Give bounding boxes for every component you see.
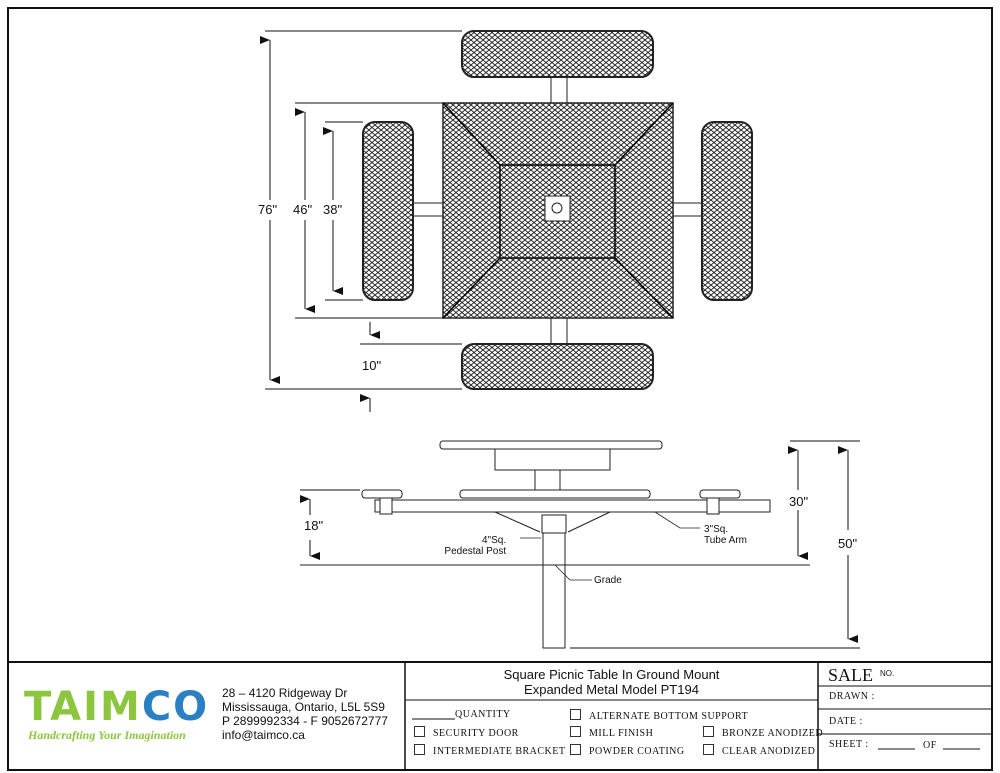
bench-right	[701, 121, 753, 301]
brace-struts	[494, 511, 611, 533]
mounting-bracket	[541, 514, 567, 534]
connector-rail-left	[412, 202, 444, 217]
bench-support-right	[706, 497, 720, 515]
tube-arm-note: 3"Sq.Tube Arm	[704, 524, 747, 546]
bench-top	[461, 30, 654, 78]
bench-bottom	[461, 343, 654, 390]
table-support-frame	[494, 448, 611, 471]
sheet-border	[7, 7, 993, 771]
of-label: OF	[923, 740, 937, 751]
checkbox[interactable]	[703, 744, 714, 755]
option-clear-anodized[interactable]: CLEAR ANODIZED	[703, 744, 815, 757]
dim-overall-height: 50"	[838, 536, 858, 551]
quantity-label: QUANTITY	[455, 709, 511, 720]
connector-rail-top	[550, 76, 568, 104]
address-phone-fax: P 2899992334 - F 9052672777	[222, 714, 388, 728]
option-powder-coating[interactable]: POWDER COATING	[570, 744, 685, 757]
tube-arm-note-label: Tube Arm	[704, 535, 747, 546]
bench-support-left	[379, 497, 393, 515]
side-extension-lines	[300, 440, 860, 649]
table-frame	[442, 102, 674, 319]
option-intermediate-bracket[interactable]: INTERMEDIATE BRACKET	[414, 744, 566, 757]
dimension-lines	[260, 30, 462, 412]
drawn-label: DRAWN :	[829, 691, 875, 702]
side-view	[300, 440, 810, 649]
leader-lines	[520, 511, 700, 581]
post-note-label: Pedestal Post	[444, 546, 507, 557]
address-email: info@taimco.ca	[222, 728, 305, 742]
drawing-title-line1: Square Picnic Table In Ground Mount	[503, 667, 720, 682]
option-security-door[interactable]: SECURITY DOOR	[414, 726, 519, 739]
post-note: 4"Sq.Pedestal Post	[444, 535, 507, 557]
option-mill-finish[interactable]: MILL FINISH	[570, 726, 653, 739]
option-alternate-bottom-support[interactable]: ALTERNATE BOTTOM SUPPORT	[570, 709, 748, 722]
umbrella-hole	[544, 195, 571, 222]
address-city: Mississauga, Ontario, L5L 5S9	[222, 700, 385, 714]
dim-table: 46"	[293, 202, 313, 217]
bench-left	[362, 121, 414, 301]
dim-bench: 38"	[323, 202, 343, 217]
tube-arm-note-size: 3"Sq.	[704, 524, 729, 535]
post-note-size: 4"Sq.	[482, 535, 507, 546]
top-view	[362, 30, 753, 390]
dim-seat-height: 18"	[304, 518, 324, 533]
connector-rail-bottom	[550, 317, 568, 345]
checkbox[interactable]	[703, 726, 714, 737]
option-label: SECURITY DOOR	[433, 728, 519, 739]
checkbox[interactable]	[570, 726, 581, 737]
address-street: 28 – 4120 Ridgeway Dr	[222, 686, 348, 700]
company-tagline: Handcrafting Your Imagination	[28, 728, 186, 742]
extension-lines	[265, 30, 462, 390]
company-logo: TAIMCO	[24, 684, 209, 730]
checkbox[interactable]	[570, 709, 581, 720]
option-label: POWDER COATING	[589, 746, 685, 757]
side-dimension-lines	[300, 440, 860, 649]
checkbox[interactable]	[414, 726, 425, 737]
dim-table-height: 30"	[789, 494, 809, 509]
side-bench-left	[361, 489, 403, 499]
sale-label: SALE	[828, 665, 873, 685]
logo-part-green: TAIM	[24, 684, 142, 730]
checkbox[interactable]	[570, 744, 581, 755]
option-label: ALTERNATE BOTTOM SUPPORT	[589, 711, 749, 722]
dim-gap: 10"	[362, 358, 382, 373]
option-label: MILL FINISH	[589, 728, 654, 739]
sale-no-label: NO.	[880, 669, 895, 678]
dim-overall: 76"	[258, 202, 278, 217]
pedestal-post	[542, 529, 566, 649]
option-bronze-anodized[interactable]: BRONZE ANODIZED	[703, 726, 823, 739]
connector-rail-right	[672, 202, 703, 217]
drawing-title-line2: Expanded Metal Model PT194	[524, 682, 699, 697]
option-label: INTERMEDIATE BRACKET	[433, 746, 566, 757]
option-label: BRONZE ANODIZED	[722, 728, 824, 739]
umbrella-hole-ring	[551, 202, 563, 214]
table-top	[442, 102, 674, 319]
date-label: DATE :	[829, 716, 863, 727]
grade-note: Grade	[594, 575, 622, 586]
side-table-top	[439, 440, 663, 450]
sheet-label: SHEET :	[829, 739, 869, 750]
side-bench-center	[459, 489, 651, 499]
side-bench-right	[699, 489, 741, 499]
tube-arm	[374, 499, 771, 513]
checkbox[interactable]	[414, 744, 425, 755]
title-block-lines	[8, 661, 992, 770]
logo-part-blue: CO	[141, 684, 210, 730]
option-label: CLEAR ANODIZED	[722, 746, 816, 757]
